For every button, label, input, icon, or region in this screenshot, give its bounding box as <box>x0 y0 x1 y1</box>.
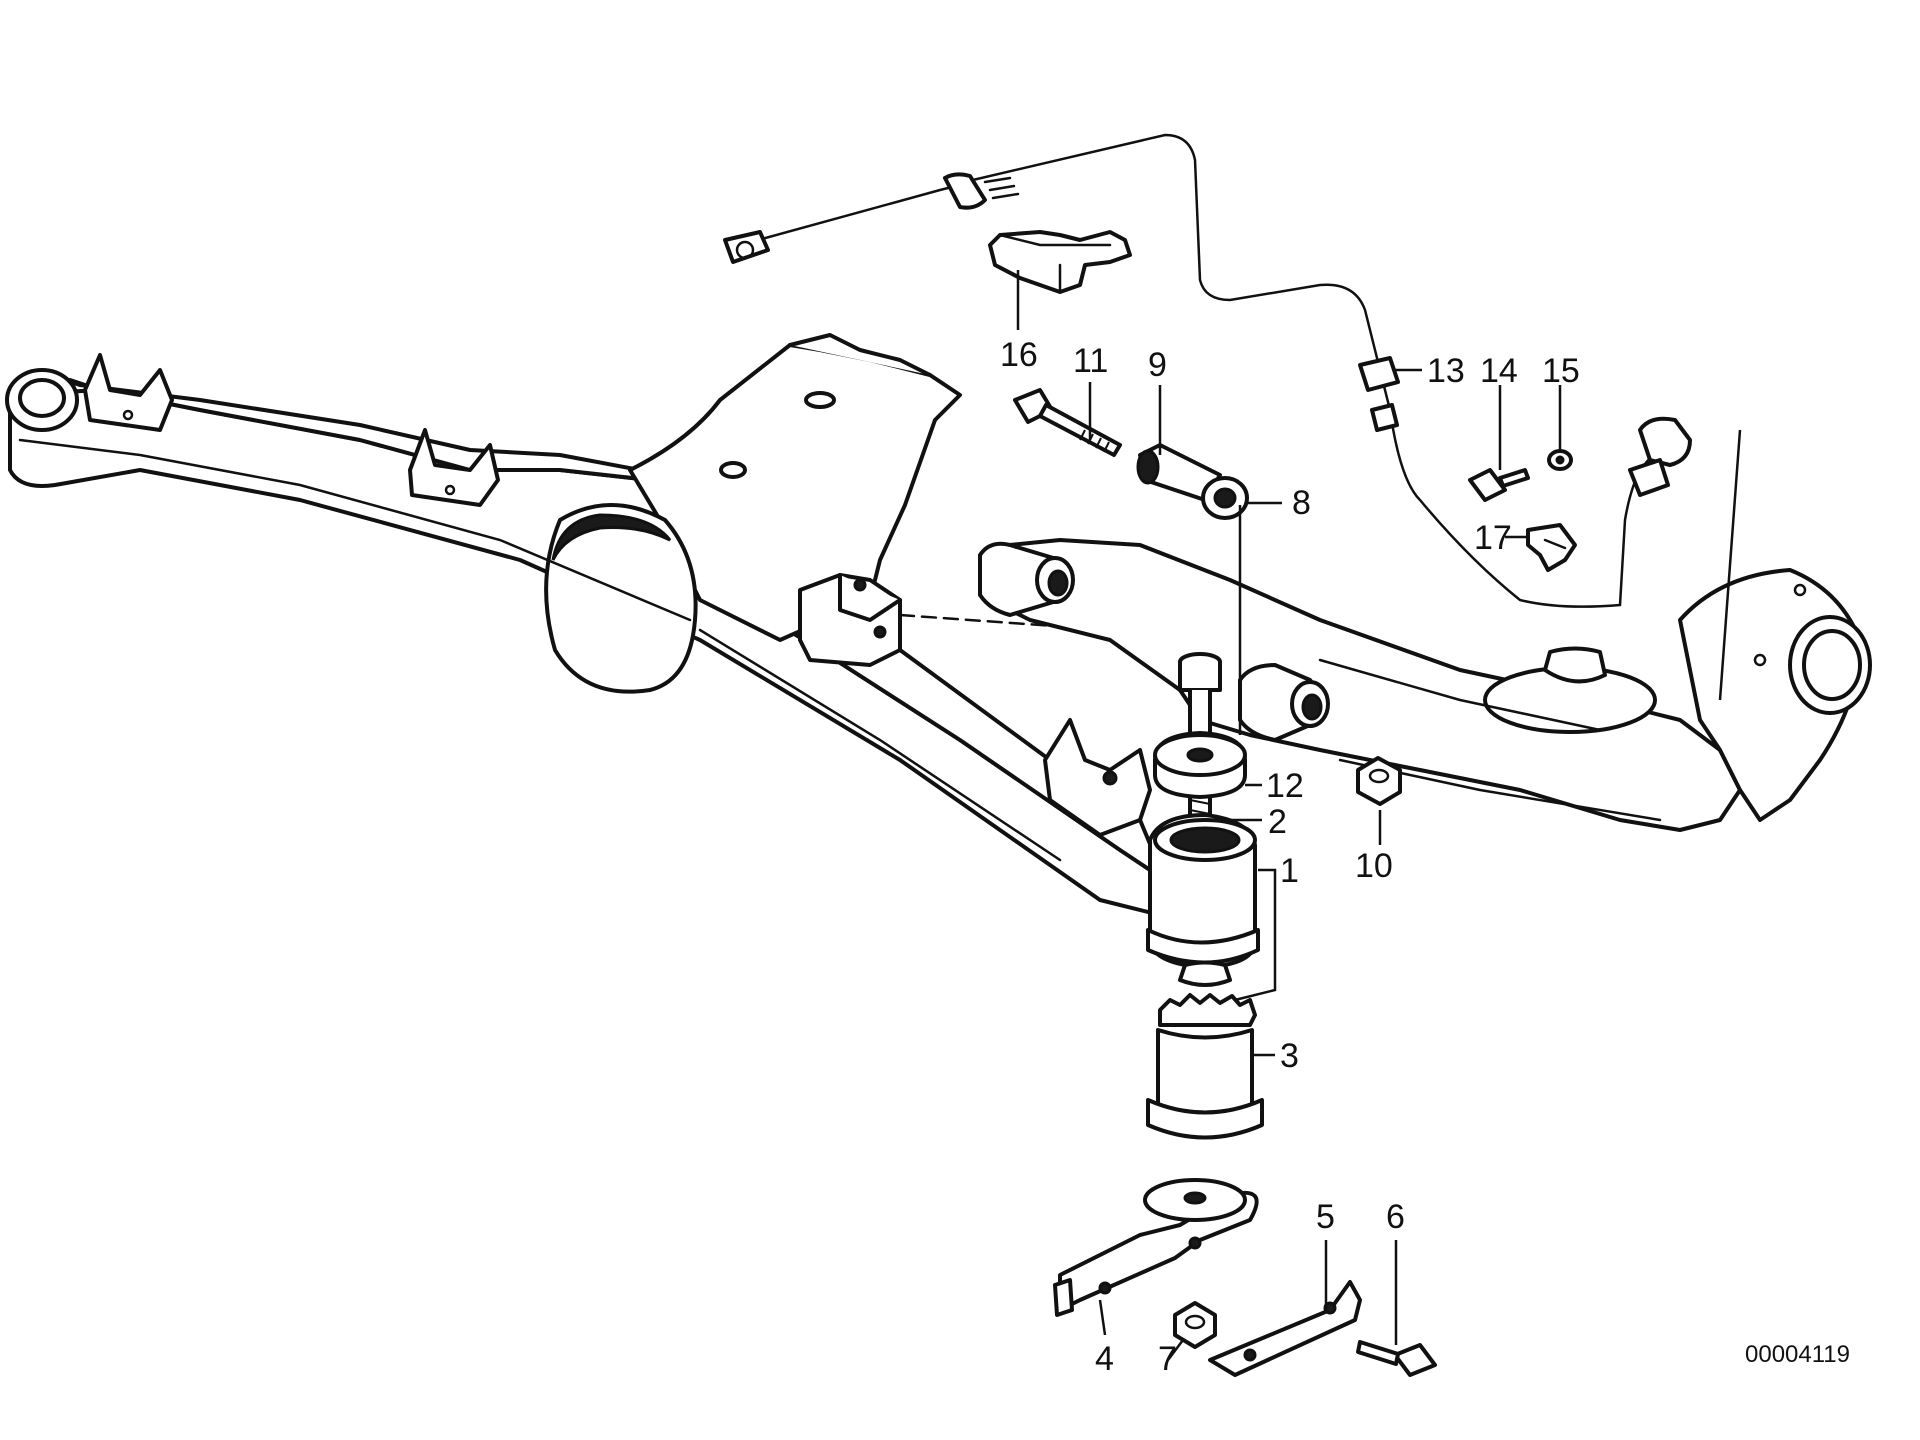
leader-4 <box>1098 1299 1107 1336</box>
callout-12: 12 <box>1266 767 1304 805</box>
callout-labels: 1 2 3 4 5 6 7 8 9 10 11 12 13 14 15 16 1… <box>1000 336 1580 1378</box>
callout-6: 6 <box>1386 1198 1405 1236</box>
rubber-mount-3 <box>1146 960 1264 1140</box>
bracket-4 <box>1053 1178 1259 1317</box>
bolt-6 <box>1356 1340 1437 1377</box>
callout-7: 7 <box>1158 1340 1177 1378</box>
trailing-arm <box>978 538 1872 832</box>
plate-5 <box>1208 1280 1362 1377</box>
washer-12 <box>1153 731 1247 799</box>
leader-1 <box>1234 868 1277 1002</box>
callout-9: 9 <box>1148 346 1167 384</box>
leader-lines <box>1016 270 1742 1361</box>
callout-5: 5 <box>1316 1198 1335 1236</box>
callout-1: 1 <box>1280 852 1299 890</box>
washer-15 <box>1547 449 1573 471</box>
callout-4: 4 <box>1095 1340 1114 1378</box>
callout-10: 10 <box>1355 847 1393 885</box>
callout-11: 11 <box>1073 342 1108 380</box>
reference-number: 00004119 <box>1745 1341 1850 1368</box>
bolt-11 <box>1013 388 1122 457</box>
nut-10 <box>1356 756 1402 806</box>
callout-13: 13 <box>1427 352 1465 390</box>
callout-17: 17 <box>1474 519 1512 557</box>
callout-14: 14 <box>1480 352 1518 390</box>
leader-sensor <box>1718 429 1742 701</box>
callout-8: 8 <box>1292 484 1311 522</box>
sensor-cable <box>723 133 1692 608</box>
clip-16 <box>988 230 1132 294</box>
callout-3: 3 <box>1280 1037 1299 1075</box>
nut-7 <box>1173 1301 1217 1349</box>
callout-2: 2 <box>1268 803 1287 841</box>
leader-7 <box>1167 1339 1184 1361</box>
axle-carrier <box>5 333 1167 917</box>
clip-17 <box>1526 523 1577 572</box>
callout-15: 15 <box>1542 352 1580 390</box>
callout-16: 16 <box>1000 336 1038 374</box>
bushing-9 <box>1136 443 1249 520</box>
rubber-mount-1 <box>1146 813 1260 969</box>
screw-14 <box>1468 468 1530 502</box>
